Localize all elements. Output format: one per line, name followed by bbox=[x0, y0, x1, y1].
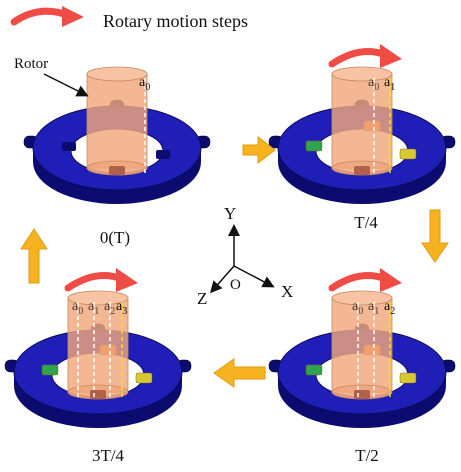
marker-label: a1 bbox=[368, 299, 379, 317]
marker-label: a0 bbox=[72, 299, 83, 317]
rotor-body bbox=[331, 73, 393, 169]
flow-arrow-right bbox=[242, 135, 276, 165]
rotor-pointer-line bbox=[43, 73, 89, 97]
piezo-actuator bbox=[399, 372, 417, 384]
marker-subscript: 1 bbox=[390, 82, 395, 93]
stage-0T: a0 0(T) bbox=[23, 66, 211, 247]
marker-label: a0 bbox=[352, 299, 363, 317]
rotation-arrow-head bbox=[380, 44, 402, 68]
rotation-arrow-shaft bbox=[328, 48, 392, 68]
marker-label: a1 bbox=[88, 299, 99, 317]
actuator-slot bbox=[156, 150, 170, 159]
flow-arrow-down bbox=[421, 209, 449, 263]
diagram-title: Rotary motion steps bbox=[103, 11, 248, 31]
piezo-actuator bbox=[41, 364, 59, 376]
rotor-top bbox=[86, 66, 148, 82]
rotor-body bbox=[331, 297, 393, 393]
stage-label: 3T/4 bbox=[92, 446, 125, 465]
rotor-label: Rotor bbox=[14, 56, 48, 72]
marker-label: a2 bbox=[384, 299, 395, 317]
rotation-arrow-icon bbox=[64, 268, 138, 292]
z-axis-label: Z bbox=[197, 289, 207, 308]
stage-T-quarter: a1 a0T/4 bbox=[268, 44, 456, 232]
piezo-actuator bbox=[135, 372, 153, 384]
coordinate-axes: Y X Z O bbox=[197, 204, 293, 308]
rotor-key bbox=[109, 166, 125, 175]
piezo-actuator bbox=[305, 140, 323, 152]
flow-arrow-up bbox=[20, 228, 48, 284]
marker-subscript: 3 bbox=[122, 306, 127, 317]
y-axis-label: Y bbox=[224, 204, 236, 223]
marker-label: a0 bbox=[139, 75, 150, 93]
marker-subscript: 2 bbox=[390, 306, 395, 317]
marker-subscript: 0 bbox=[145, 82, 150, 93]
stage-T-half: a2 a1 a0T/2 bbox=[268, 268, 456, 465]
stage-label: 0(T) bbox=[100, 228, 130, 247]
z-axis-line bbox=[210, 265, 235, 294]
marker-subscript: 1 bbox=[94, 306, 99, 317]
marker-label: a2 bbox=[104, 299, 115, 317]
marker-label: a0 bbox=[368, 75, 379, 93]
x-axis-line bbox=[233, 265, 275, 288]
rotation-arrow-shaft bbox=[64, 272, 128, 292]
rotor-key bbox=[90, 390, 106, 399]
rotor-body bbox=[86, 73, 148, 169]
marker-subscript: 0 bbox=[374, 82, 379, 93]
marker-subscript: 0 bbox=[78, 306, 83, 317]
rotation-arrow-head bbox=[116, 268, 138, 292]
flow-arrow-left bbox=[213, 358, 266, 388]
marker-subscript: 1 bbox=[374, 306, 379, 317]
marker-label: a3 bbox=[116, 299, 127, 317]
rotor-key bbox=[354, 390, 370, 399]
rotation-arrow-head bbox=[380, 268, 402, 292]
marker-subscript: 0 bbox=[358, 306, 363, 317]
actuator-slot bbox=[62, 142, 76, 151]
stage-label: T/4 bbox=[354, 213, 378, 232]
piezo-actuator bbox=[399, 148, 417, 160]
rotor-top bbox=[331, 66, 393, 82]
marker-subscript: 2 bbox=[110, 306, 115, 317]
marker-label: a1 bbox=[384, 75, 395, 93]
rotor-top bbox=[331, 290, 393, 306]
x-axis-label: X bbox=[281, 282, 293, 301]
rotation-arrow-icon bbox=[328, 268, 402, 292]
piezo-actuator bbox=[305, 364, 323, 376]
rotation-arrow-icon bbox=[328, 44, 402, 68]
origin-label: O bbox=[230, 277, 241, 293]
rotation-arrow-shaft bbox=[328, 272, 392, 292]
stage-label: T/2 bbox=[355, 446, 379, 465]
rotor-top bbox=[67, 290, 129, 306]
title-rotation-arrow-icon bbox=[10, 6, 84, 27]
rotor-key bbox=[354, 166, 370, 175]
